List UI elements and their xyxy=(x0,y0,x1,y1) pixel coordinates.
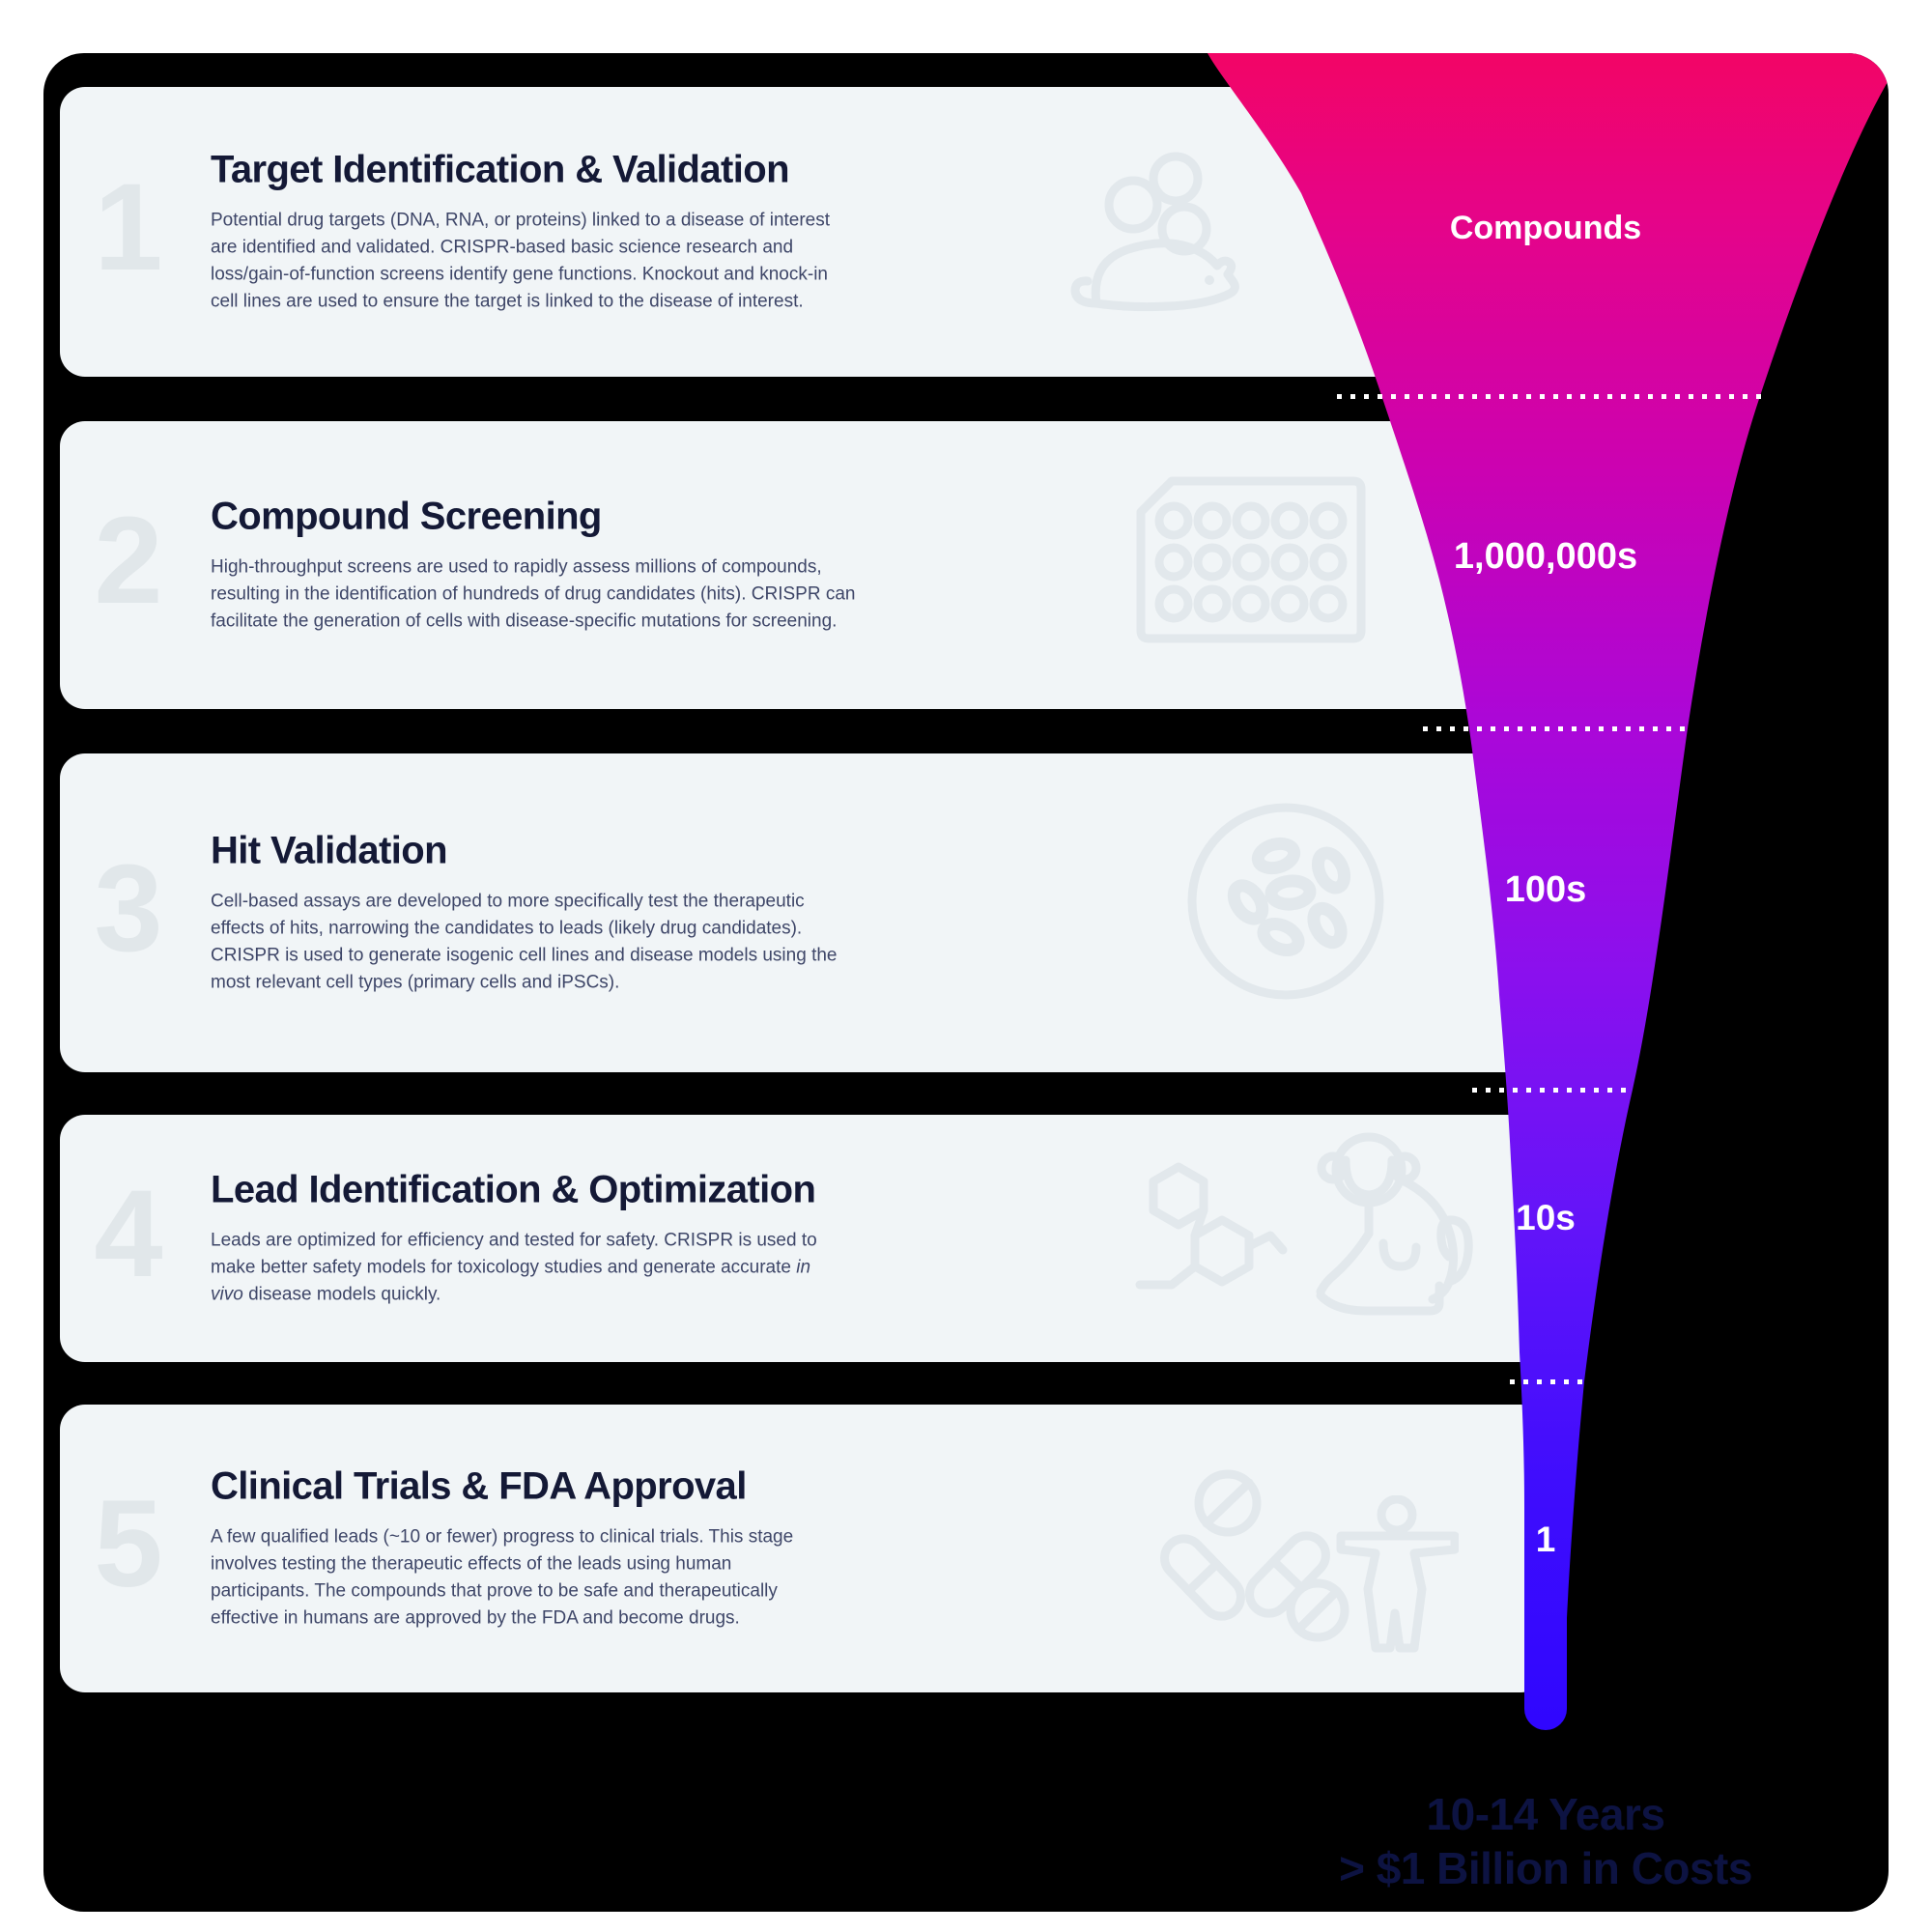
stage-description: Leads are optimized for efficiency and t… xyxy=(211,1228,1061,1309)
stage-number: 5 xyxy=(94,1475,163,1614)
funnel-divider-dotted-line xyxy=(1510,1379,1584,1384)
funnel-divider-dotted-line xyxy=(1423,726,1685,731)
stage-card-hit-validation: 3 Hit Validation Cell-based assays are d… xyxy=(60,753,1546,1072)
funnel-header-label: Compounds xyxy=(1449,210,1642,246)
pills-icon xyxy=(1160,1469,1350,1642)
stage-card-target-identification: 1 Target Identification & Validation Pot… xyxy=(60,87,1546,377)
stage-number: 2 xyxy=(94,492,163,631)
funnel-level-label: 10s xyxy=(1516,1198,1576,1237)
stage-content: Compound Screening High-throughput scree… xyxy=(211,496,1061,636)
stage-title: Lead Identification & Optimization xyxy=(211,1168,816,1211)
funnel-divider-dotted-line xyxy=(1337,394,1764,399)
stage-description-italic: in vivo xyxy=(211,1257,811,1305)
infographic-board: 1 Target Identification & Validation Pot… xyxy=(43,53,1889,1912)
stage-card-lead-identification: 4 Lead Identification & Optimization Lea… xyxy=(60,1115,1546,1362)
stage-content: Hit Validation Cell-based assays are dev… xyxy=(211,830,1061,997)
molecule-icon xyxy=(1135,1162,1288,1290)
stage-number: 4 xyxy=(94,1165,163,1304)
footer-cost-text: > $1 Billion in Costs xyxy=(1339,1843,1752,1893)
stage-description: Potential drug targets (DNA, RNA, or pro… xyxy=(211,210,831,312)
stage-title: Clinical Trials & FDA Approval xyxy=(211,1464,747,1508)
stage-title: Hit Validation xyxy=(211,829,448,872)
stage-content: Lead Identification & Optimization Leads… xyxy=(211,1169,1061,1309)
stage-content: Clinical Trials & FDA Approval A few qua… xyxy=(211,1465,1061,1633)
stage-card-clinical-trials: 5 Clinical Trials & FDA Approval A few q… xyxy=(60,1405,1546,1692)
funnel-divider-dotted-line xyxy=(1472,1088,1633,1093)
footer-duration-text: 10-14 Years xyxy=(1426,1789,1665,1839)
stage-description: High-throughput screens are used to rapi… xyxy=(211,556,856,632)
stage-description: A few qualified leads (~10 or fewer) pro… xyxy=(211,1526,794,1629)
stage-content: Target Identification & Validation Poten… xyxy=(211,149,1061,316)
funnel-level-label: 1,000,000s xyxy=(1453,536,1638,577)
assay-plate-icon xyxy=(1136,476,1366,643)
stage-number: 1 xyxy=(94,158,163,298)
stage-title: Compound Screening xyxy=(211,495,602,538)
stage-description-text: Leads are optimized for efficiency and t… xyxy=(211,1230,817,1278)
stage-description-text: disease models quickly. xyxy=(242,1284,441,1305)
funnel-level-label: 1 xyxy=(1535,1520,1556,1559)
stage-title: Target Identification & Validation xyxy=(211,148,790,191)
mouse-icon xyxy=(1070,152,1239,312)
funnel-level-label: 100s xyxy=(1504,869,1587,910)
stage-number: 3 xyxy=(94,839,163,979)
stage-card-compound-screening: 2 Compound Screening High-throughput scr… xyxy=(60,421,1546,709)
stage-description: Cell-based assays are developed to more … xyxy=(211,891,838,993)
